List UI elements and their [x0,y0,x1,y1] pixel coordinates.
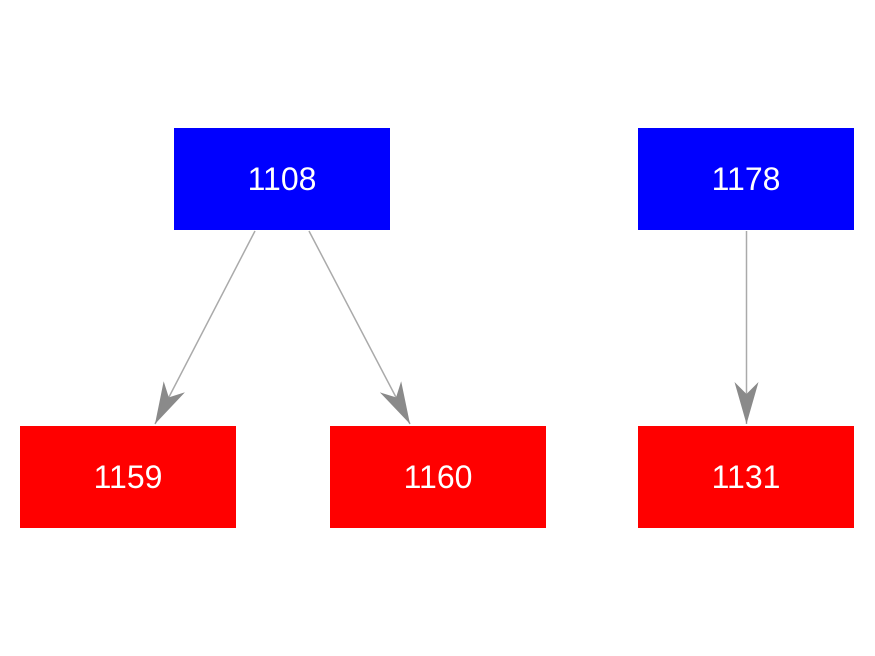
node-label: 1178 [711,161,781,197]
node-label: 1131 [711,459,781,495]
node-label: 1159 [93,459,163,495]
graph-node-1131: 1131 [638,426,854,528]
edge-group [154,230,759,425]
edge-1108-to-1159 [154,230,256,425]
graph-node-1159: 1159 [20,426,236,528]
node-label: 1160 [403,459,473,495]
edge-1108-to-1160 [308,230,411,425]
graph-node-1108: 1108 [174,128,390,230]
node-label: 1108 [247,161,317,197]
graph-node-1160: 1160 [330,426,546,528]
graph-node-1178: 1178 [638,128,854,230]
